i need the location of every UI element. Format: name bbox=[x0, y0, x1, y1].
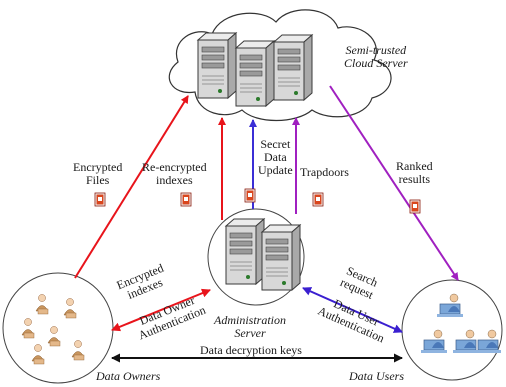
ranked-results-arrow bbox=[329, 85, 459, 281]
document-icon bbox=[180, 192, 192, 207]
data-owners-label: Data Owners bbox=[96, 369, 161, 383]
data-users-label: Data Users bbox=[349, 369, 405, 383]
document-icon bbox=[244, 188, 256, 203]
admin-server-icon bbox=[225, 218, 301, 291]
document-icon bbox=[312, 192, 324, 207]
secret-data-update-label-line1: Secret bbox=[260, 137, 291, 151]
admin-server-label-line2: Server bbox=[234, 326, 266, 340]
ranked-results-label-line1: Ranked bbox=[396, 159, 433, 173]
encrypted-files-arrow bbox=[74, 95, 189, 279]
cloud-server-icon bbox=[197, 32, 313, 107]
admin-server-label: Administration Server bbox=[214, 314, 286, 340]
reencrypted-indexes-label-line1: Re-encrypted bbox=[142, 160, 207, 174]
document-icon bbox=[409, 199, 421, 214]
owner-admin-arrow bbox=[111, 288, 211, 332]
decryption-keys-label: Data decryption keys bbox=[200, 343, 302, 357]
admin-server-label-line1: Administration bbox=[214, 313, 287, 327]
ranked-results-label-line2: results bbox=[398, 172, 430, 186]
data-owners-node bbox=[2, 272, 114, 384]
encrypted-files-label: Encrypted Files bbox=[73, 161, 122, 187]
cloud-server-label: Semi-trusted Cloud Server bbox=[344, 44, 408, 70]
secret-data-update-label-line3: Update bbox=[258, 163, 293, 177]
user-admin-arrow bbox=[302, 287, 403, 333]
secret-data-update-label-line2: Data bbox=[264, 150, 287, 164]
encrypted-files-label-line1: Encrypted bbox=[73, 160, 123, 174]
ranked-results-label: Ranked results bbox=[396, 160, 433, 186]
cloud-server-label-line1: Semi-trusted bbox=[345, 43, 407, 57]
reencrypted-indexes-label: Re-encrypted indexes bbox=[142, 161, 207, 187]
reencrypted-indexes-label-line2: indexes bbox=[155, 173, 193, 187]
secret-data-update-label: Secret Data Update bbox=[258, 138, 293, 177]
document-icon bbox=[94, 192, 106, 207]
cloud-server-label-line2: Cloud Server bbox=[344, 56, 408, 70]
trapdoors-label: Trapdoors bbox=[300, 165, 349, 179]
encrypted-files-label-line2: Files bbox=[85, 173, 110, 187]
